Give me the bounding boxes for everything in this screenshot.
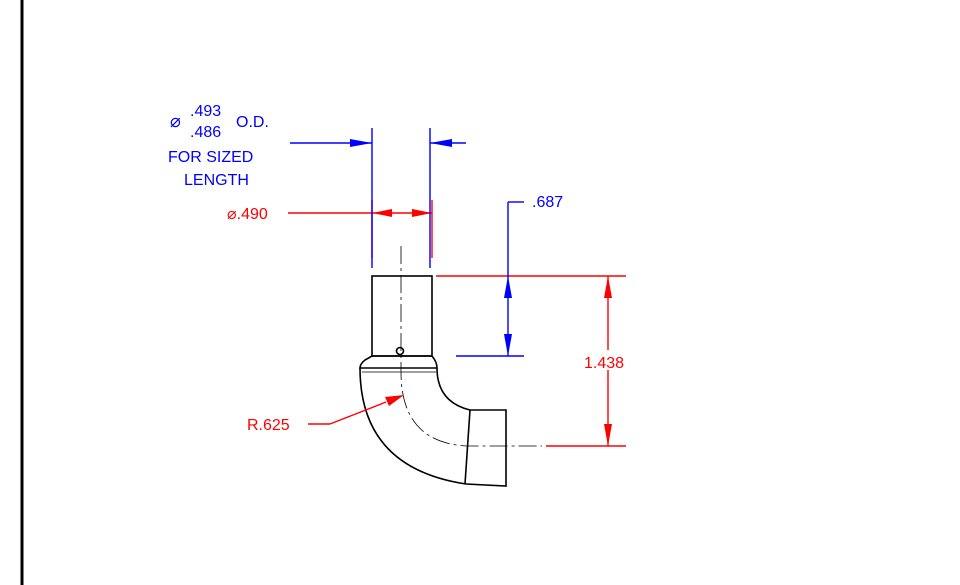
height-arrow-bottom: [604, 424, 612, 446]
elbow-end-face: [464, 409, 471, 485]
length-arrow-top: [504, 276, 512, 298]
id-arrow-right: [412, 209, 432, 217]
od-note-line-2: LENGTH: [184, 172, 249, 189]
od-arrow-right: [430, 139, 452, 147]
elbow-part: [359, 246, 542, 487]
od-diameter-symbol: ⌀: [170, 111, 181, 131]
elbow-inner-arc: [436, 367, 471, 411]
tube-straight-section: [371, 275, 433, 357]
height-dimension-label: 1.438: [584, 355, 624, 372]
radius-dimension-label: R.625: [247, 417, 290, 434]
length-arrow-bottom: [504, 334, 512, 356]
id-arrow-left: [372, 209, 392, 217]
od-arrow-left: [350, 139, 372, 147]
id-dimension-label: ⌀.490: [227, 206, 268, 223]
dimensions-primary: ⌀.490 1.438 R.625: [227, 200, 636, 447]
radius-leader: [329, 401, 387, 425]
tube-transition-band: [359, 355, 438, 369]
od-suffix: O.D.: [236, 114, 269, 131]
radius-arrow: [385, 395, 404, 406]
dimensions-secondary: ⌀ .493 .486 O.D. FOR SIZED LENGTH .687: [168, 103, 563, 357]
centerline: [400, 246, 542, 447]
height-label-bg: [582, 350, 636, 370]
od-upper-tolerance: .493: [190, 103, 221, 120]
height-arrow-top: [604, 276, 612, 298]
od-lower-tolerance: .486: [190, 124, 221, 141]
length-dimension-label: .687: [532, 194, 563, 211]
elbow-end-spigot: [465, 409, 507, 487]
od-note-line-1: FOR SIZED: [168, 149, 253, 166]
pilot-hole: [395, 346, 405, 356]
elbow-outer-arc: [359, 367, 467, 485]
